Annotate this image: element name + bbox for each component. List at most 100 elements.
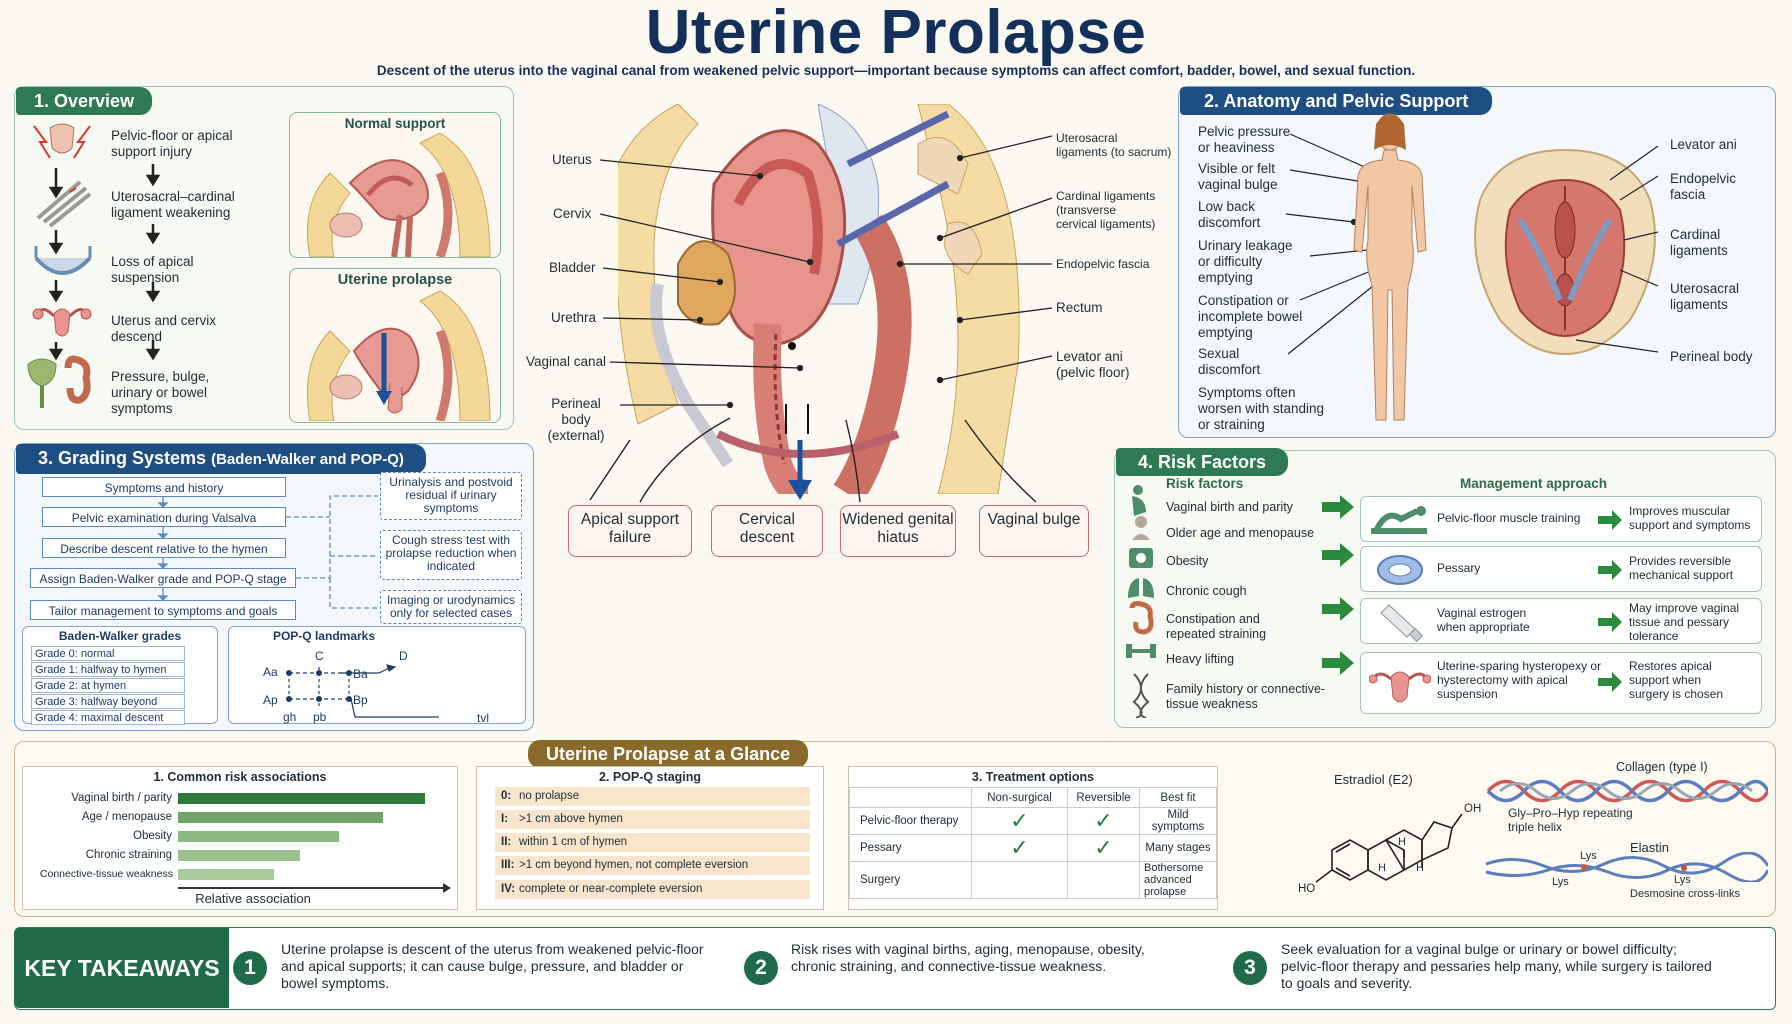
- bw-grade-1: Grade 1: halfway to hymen: [31, 662, 185, 677]
- scale-icon: [1129, 548, 1153, 568]
- label-cardinal-ligaments: Cardinal ligaments (transverse cervical …: [1056, 189, 1156, 231]
- treatment-corner: [849, 787, 972, 808]
- risk-tag: 4. Risk Factors: [1116, 448, 1289, 476]
- body-figure-illustration: [1285, 113, 1427, 421]
- popq-stage-2-num: II:: [501, 836, 512, 848]
- popq-label-aa: Aa: [263, 665, 278, 679]
- outcome-vaginal-bulge: Vaginal bulge: [979, 505, 1089, 557]
- dna-icon: [1132, 673, 1150, 718]
- popq-stage-4: IV:complete or near-complete eversion: [495, 880, 810, 899]
- baden-walker-title: Baden-Walker grades: [58, 629, 182, 643]
- popq-stage-4-num: IV:: [501, 883, 516, 895]
- popq-label-pb: pb: [313, 710, 327, 724]
- risk-bar: [178, 831, 340, 842]
- risk-bar: [178, 850, 301, 861]
- grading-flow-connectors: [157, 495, 378, 609]
- risk-association-chart: 1. Common risk associations Vaginal birt…: [22, 766, 458, 910]
- takeaway-3-text: Seek evaluation for a vaginal bulge or u…: [1281, 941, 1712, 991]
- grading-flow-3: Describe descent relative to the hymen: [42, 538, 286, 558]
- management-estrogen: Vaginal estrogen when appropriate May im…: [1360, 598, 1762, 644]
- popq-staging-box: 2. POP-Q staging 0:no prolapse I:>1 cm a…: [476, 766, 824, 910]
- management-pfmt-name: Pelvic-floor muscle training: [1437, 511, 1581, 525]
- label-endopelvic-fascia: Endopelvic fascia: [1056, 257, 1150, 271]
- risk-bar-label: Vaginal birth / parity: [71, 792, 172, 804]
- label-bladder: Bladder: [549, 260, 596, 275]
- estradiol-ho: HO: [1298, 883, 1316, 895]
- glance-tag: Uterine Prolapse at a Glance: [528, 740, 809, 768]
- outcome-cervical-descent: Cervical descent: [711, 505, 823, 557]
- anatomy-tag: 2. Anatomy and Pelvic Support: [1180, 87, 1493, 115]
- popq-landmarks-box: POP-Q landmarks Aa Ap C D Ba Bp gh pb tv…: [228, 626, 526, 725]
- grading-flow-5: Tailor management to symptoms and goals: [30, 600, 296, 620]
- takeaway-1-number: 1: [233, 951, 267, 985]
- pelvis-injury-icon: [33, 123, 91, 159]
- estradiol-h3: H: [1416, 862, 1424, 874]
- risk-chart-axis-arrow: [443, 883, 451, 893]
- bladder-bowel-icon: [27, 355, 91, 408]
- cream-tube-icon: [1380, 604, 1424, 643]
- bw-grade-3: Grade 3: halfway beyond hymen: [31, 694, 185, 722]
- uterus-surgery-icon: [1369, 671, 1431, 703]
- risk-factor-1: Vaginal birth and parity: [1166, 500, 1293, 514]
- elastin-lys-2: Lys: [1552, 876, 1569, 888]
- management-pfmt: Pelvic-floor muscle training Improves mu…: [1360, 496, 1762, 542]
- overview-step-1: Pelvic-floor or apical support injury: [111, 128, 233, 159]
- risk-bar-label: Age / menopause: [81, 811, 172, 823]
- popq-stage-2: II: within 1 cm of hymen: [495, 833, 810, 852]
- risk-bar: [178, 793, 425, 804]
- desmosine-label: Desmosine cross-links: [1630, 888, 1741, 900]
- popq-stage-3: III: >1 cm beyond hymen, not complete eve…: [495, 856, 810, 875]
- popq-stage-1: I:>1 cm above hymen: [495, 810, 810, 829]
- normal-support-illustration: [307, 133, 491, 257]
- treatment-row-pfmt: Pelvic-floor therapy✓✓Mild symptoms: [849, 807, 1217, 835]
- risk-bar-label: Connective-tissue weakness: [39, 868, 173, 880]
- management-surgery: Uterine-sparing hysteropexy or hysterect…: [1360, 652, 1762, 714]
- risk-chart-axis: [178, 887, 446, 889]
- popq-diagram: [286, 664, 439, 718]
- symptom-1: Pelvic pressure or heaviness: [1198, 124, 1291, 155]
- outcome-apical-support-failure: Apical support failure: [568, 505, 692, 557]
- overview-flow-icons: [27, 123, 161, 408]
- popq-stage-3-num: III:: [501, 859, 515, 871]
- overview-tag: 1. Overview: [16, 87, 153, 115]
- symptom-3: Low back discomfort: [1198, 199, 1261, 230]
- risk-factors-title: Risk factors: [1166, 476, 1244, 491]
- label-vaginal-canal: Vaginal canal: [526, 354, 607, 369]
- elastin-lys-1: Lys: [1580, 850, 1597, 862]
- estradiol-structure: [1315, 813, 1463, 883]
- treatment-col-reversible: Reversible: [1067, 787, 1140, 808]
- key-takeaways-heading: KEY TAKEAWAYS: [15, 928, 229, 1008]
- check-icon: ✓: [1067, 807, 1140, 835]
- symptom-4: Urinary leakage or difficulty emptying: [1198, 238, 1293, 285]
- estradiol-h2: H: [1398, 836, 1406, 848]
- estradiol-label: Estradiol (E2): [1334, 772, 1413, 787]
- popq-stage-4-text: complete or near-complete eversion: [519, 883, 703, 895]
- overview-step-3: Loss of apical suspension: [111, 254, 194, 285]
- grading-tag-title: 3. Grading Systems: [38, 448, 207, 468]
- label-uterus: Uterus: [552, 152, 592, 167]
- treatment-col-bestfit: Best fit: [1139, 787, 1217, 808]
- popq-stage-0-text: no prolapse: [519, 790, 580, 802]
- structure-perineal-body: Perineal body: [1670, 349, 1753, 364]
- collagen-label: Collagen (type I): [1616, 760, 1708, 774]
- popq-label-c: C: [315, 649, 324, 663]
- popq-label-ap: Ap: [263, 693, 278, 707]
- risk-bar-label: Chronic straining: [85, 849, 172, 861]
- page-title: Uterine Prolapse: [645, 0, 1147, 67]
- structure-cardinal-ligaments: Cardinal ligaments: [1670, 227, 1728, 258]
- label-cervix: Cervix: [553, 206, 592, 221]
- dumbbell-icon: [1126, 644, 1156, 658]
- popq-stage-2-text: within 1 cm of hymen: [519, 836, 628, 848]
- treatment-row-surgery-rev: [1067, 861, 1140, 899]
- popq-stage-0-num: 0:: [501, 790, 512, 802]
- treatment-row-pessary: Pessary✓✓Many stages: [849, 834, 1217, 862]
- elastin-fibers: [1485, 852, 1768, 882]
- uterine-prolapse-frame: Uterine prolapse: [289, 268, 501, 423]
- outcome-widened-genital-hiatus: Widened genital hiatus: [840, 505, 956, 557]
- label-urethra: Urethra: [551, 310, 597, 325]
- popq-stage-3-text: >1 cm beyond hymen, not complete eversio…: [519, 859, 749, 871]
